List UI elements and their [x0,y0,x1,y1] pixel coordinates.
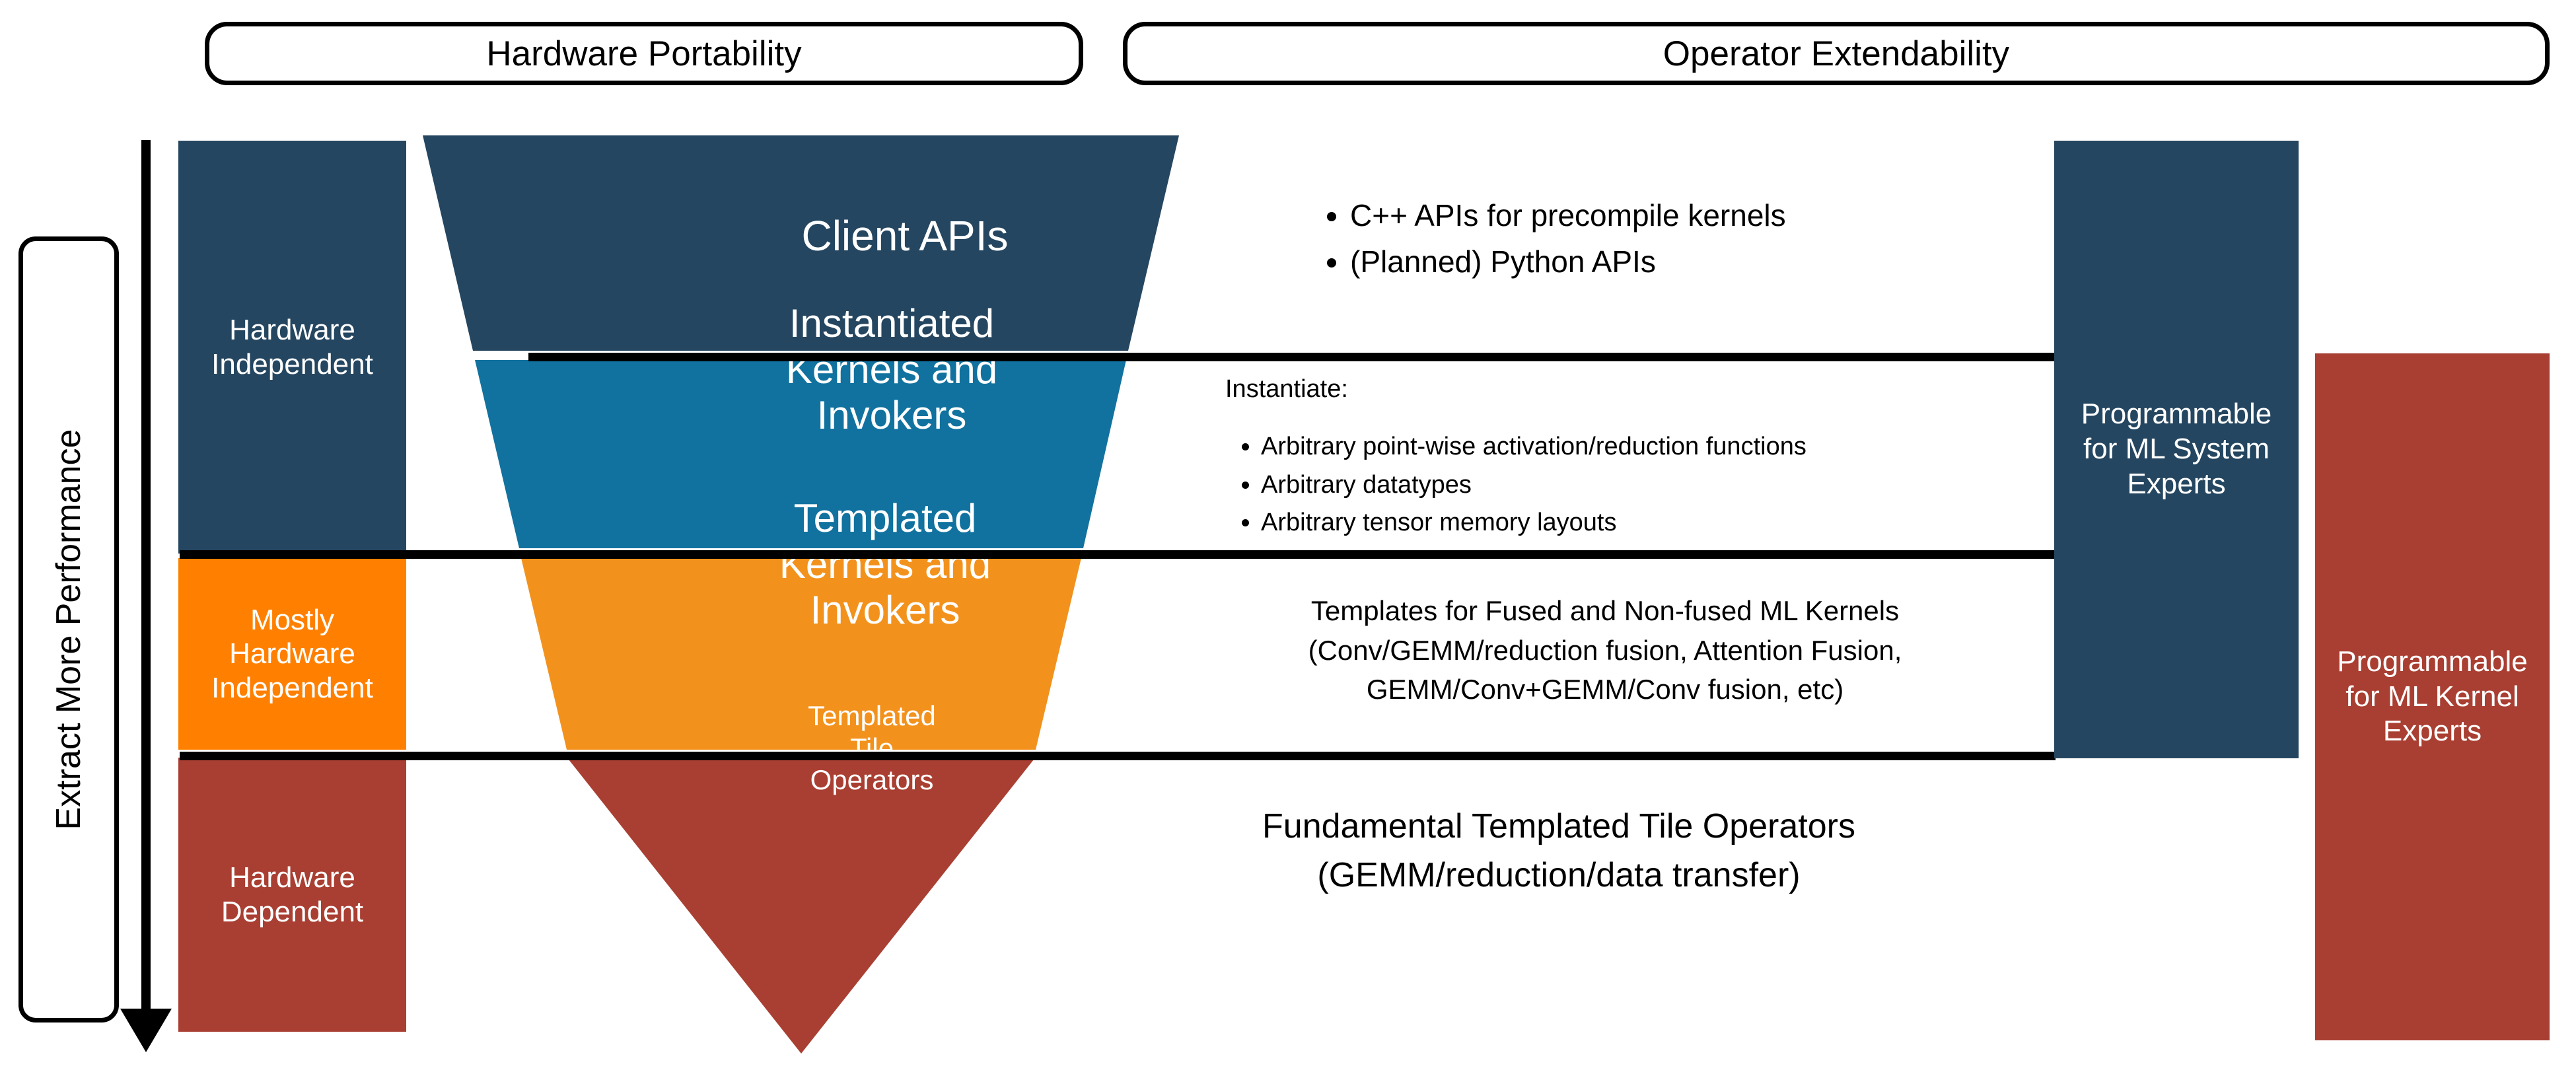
client-apis-bullet-list: C++ APIs for precompile kernels (Planned… [1314,195,2028,282]
instantiate-bullet-list: Arbitrary point-wise activation/reductio… [1225,431,2038,539]
description-fundamental-tile-operators: Fundamental Templated Tile Operators (GE… [1123,803,1995,900]
instantiate-heading: Instantiate: [1225,375,1348,403]
header-hardware-portability: Hardware Portability [205,22,1083,85]
fundamental-line: Fundamental Templated Tile Operators [1262,807,1855,845]
funnel-stage-instantiated [475,360,1126,548]
templated-line: Templates for Fused and Non-fused ML Ker… [1310,595,1900,626]
header-operator-extendability: Operator Extendability [1123,22,2550,85]
description-instantiated: Instantiate: Arbitrary point-wise activa… [1225,373,2038,545]
divider-client-instantiated [528,353,2054,361]
down-arrow-shaft-icon [141,140,151,1019]
funnel-stage-client-apis [423,135,1179,351]
list-item: Arbitrary tensor memory layouts [1261,507,2038,539]
description-client-apis: C++ APIs for precompile kernels (Planned… [1314,195,2028,287]
description-templated: Templates for Fused and Non-fused ML Ker… [1163,591,2048,709]
templated-line: (Conv/GEMM/reduction fusion, Attention F… [1308,634,1902,666]
templated-line: GEMM/Conv+GEMM/Conv fusion, etc) [1366,674,1844,705]
header-operator-extendability-label: Operator Extendability [1663,34,2010,73]
divider-instantiated-templated [180,550,2056,559]
funnel-shapes [423,135,1179,1054]
fundamental-line: (GEMM/reduction/data transfer) [1317,855,1801,894]
funnel-stage-templated [521,558,1081,750]
header-hardware-portability-label: Hardware Portability [486,34,802,73]
list-item: Arbitrary datatypes [1261,469,2038,501]
down-arrow-icon [120,1009,172,1052]
list-item: Arbitrary point-wise activation/reductio… [1261,431,2038,463]
list-item: C++ APIs for precompile kernels [1350,195,2028,236]
performance-axis-box: Extract More Performance [18,236,119,1022]
divider-templated-tile [180,752,2056,760]
performance-axis-label: Extract More Performance [50,429,88,830]
list-item: (Planned) Python APIs [1350,241,2028,282]
funnel-stage-tile-operators [569,760,1034,1054]
